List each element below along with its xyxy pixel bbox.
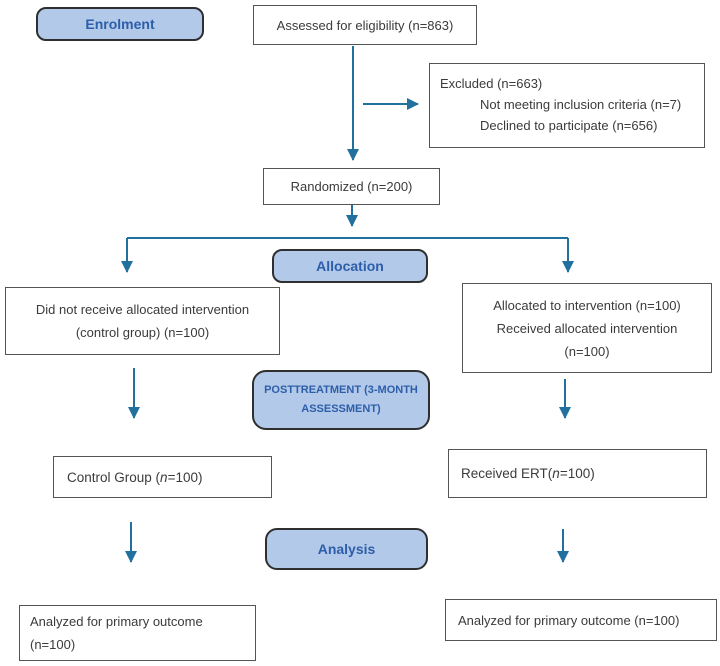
node-analyzed-control-line2: (n=100) — [30, 637, 76, 652]
node-intervention-allocation-line3: (n=100) — [564, 343, 610, 359]
italic-n: n — [552, 466, 560, 481]
node-control-allocation-line1: Did not receive allocated intervention — [35, 302, 250, 317]
stage-label-enrolment-text: Enrolment — [85, 16, 155, 32]
node-received-ert-text: Received ERT(n=100) — [461, 466, 595, 481]
node-control-group: Control Group (n=100) — [53, 456, 272, 498]
node-randomized-text: Randomized (n=200) — [290, 179, 413, 194]
node-analyzed-control-line1: Analyzed for primary outcome — [30, 614, 203, 629]
node-intervention-allocation: Allocated to intervention (n=100) Receiv… — [462, 283, 712, 373]
node-excluded: Excluded (n=663) Not meeting inclusion c… — [429, 63, 705, 148]
stage-label-posttreatment: POSTTREATMENT (3-MONTH ASSESSMENT) — [252, 370, 430, 430]
node-excluded-reason-2: Declined to participate (n=656) — [480, 118, 658, 133]
node-excluded-title: Excluded (n=663) — [440, 76, 543, 91]
node-analyzed-control: Analyzed for primary outcome (n=100) — [19, 605, 256, 661]
node-excluded-reason-1: Not meeting inclusion criteria (n=7) — [480, 97, 682, 112]
italic-n: n — [160, 469, 168, 485]
stage-label-allocation-text: Allocation — [316, 258, 384, 274]
node-intervention-allocation-line1: Allocated to intervention (n=100) — [493, 297, 681, 313]
node-assessed-text: Assessed for eligibility (n=863) — [276, 17, 454, 33]
node-analyzed-intervention-text: Analyzed for primary outcome (n=100) — [458, 612, 680, 628]
node-analyzed-intervention: Analyzed for primary outcome (n=100) — [445, 599, 717, 641]
node-control-allocation-line2: (control group) (n=100) — [75, 325, 210, 340]
stage-label-posttreatment-line2: ASSESSMENT) — [301, 403, 381, 415]
stage-label-analysis: Analysis — [265, 528, 428, 570]
stage-label-posttreatment-line1: POSTTREATMENT (3-MONTH — [264, 384, 418, 396]
node-control-group-text: Control Group (n=100) — [67, 469, 203, 485]
node-intervention-allocation-line2: Received allocated intervention — [496, 320, 678, 336]
stage-label-enrolment: Enrolment — [36, 7, 204, 41]
node-randomized: Randomized (n=200) — [263, 168, 440, 205]
node-assessed-for-eligibility: Assessed for eligibility (n=863) — [253, 5, 477, 45]
stage-label-allocation: Allocation — [272, 249, 428, 283]
stage-label-analysis-text: Analysis — [317, 541, 376, 557]
node-control-allocation: Did not receive allocated intervention (… — [5, 287, 280, 355]
node-received-ert: Received ERT(n=100) — [448, 449, 707, 498]
